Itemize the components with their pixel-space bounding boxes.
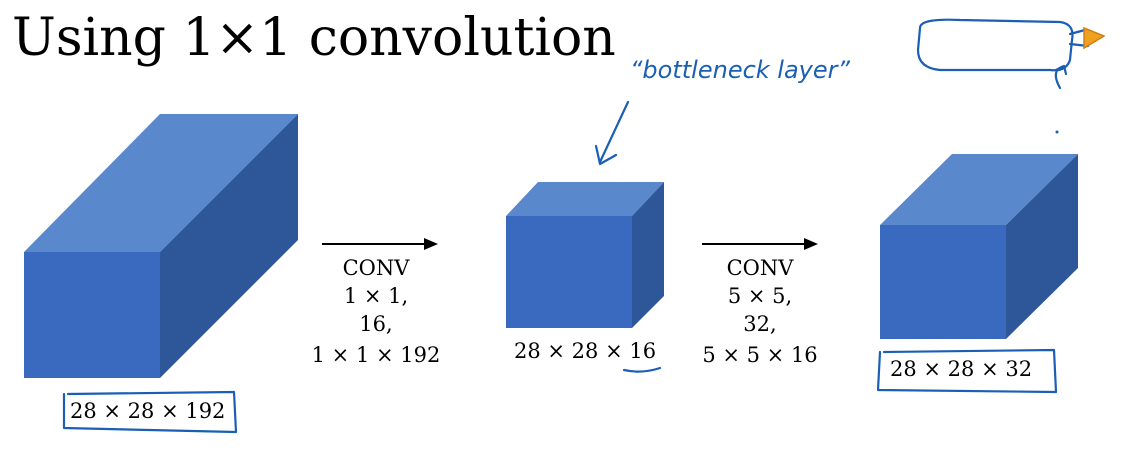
conv1-arrow xyxy=(322,238,438,250)
output-volume-label: 28 × 28 × 32 xyxy=(890,357,1032,381)
output-label-box xyxy=(876,348,1058,394)
conv2-filters-label: 32, xyxy=(743,312,776,336)
conv2-params-label: 5 × 5 × 16 xyxy=(702,343,817,367)
input-volume-label: 28 × 28 × 192 xyxy=(70,399,225,423)
stray-dot xyxy=(1055,130,1059,134)
slide-title: Using 1×1 convolution xyxy=(12,8,616,68)
bottleneck-volume xyxy=(506,182,664,328)
conv1-size-label: 1 × 1, xyxy=(344,284,408,308)
conv2-op-label: CONV xyxy=(727,256,795,280)
bottleneck-volume-label: 28 × 28 × 16 xyxy=(514,339,656,363)
output-volume xyxy=(880,154,1078,339)
annotation-arrow xyxy=(594,100,630,166)
input-volume xyxy=(24,114,298,378)
bottleneck-underline xyxy=(622,366,662,373)
doodle-sketch xyxy=(916,18,1106,90)
conv2-arrow xyxy=(702,238,818,250)
input-label-box xyxy=(62,390,238,434)
bottleneck-annotation: “bottleneck layer” xyxy=(630,56,851,84)
conv1-filters-label: 16, xyxy=(359,312,392,336)
conv2-size-label: 5 × 5, xyxy=(728,284,792,308)
conv1-op-label: CONV xyxy=(343,256,411,280)
conv1-params-label: 1 × 1 × 192 xyxy=(312,343,441,367)
